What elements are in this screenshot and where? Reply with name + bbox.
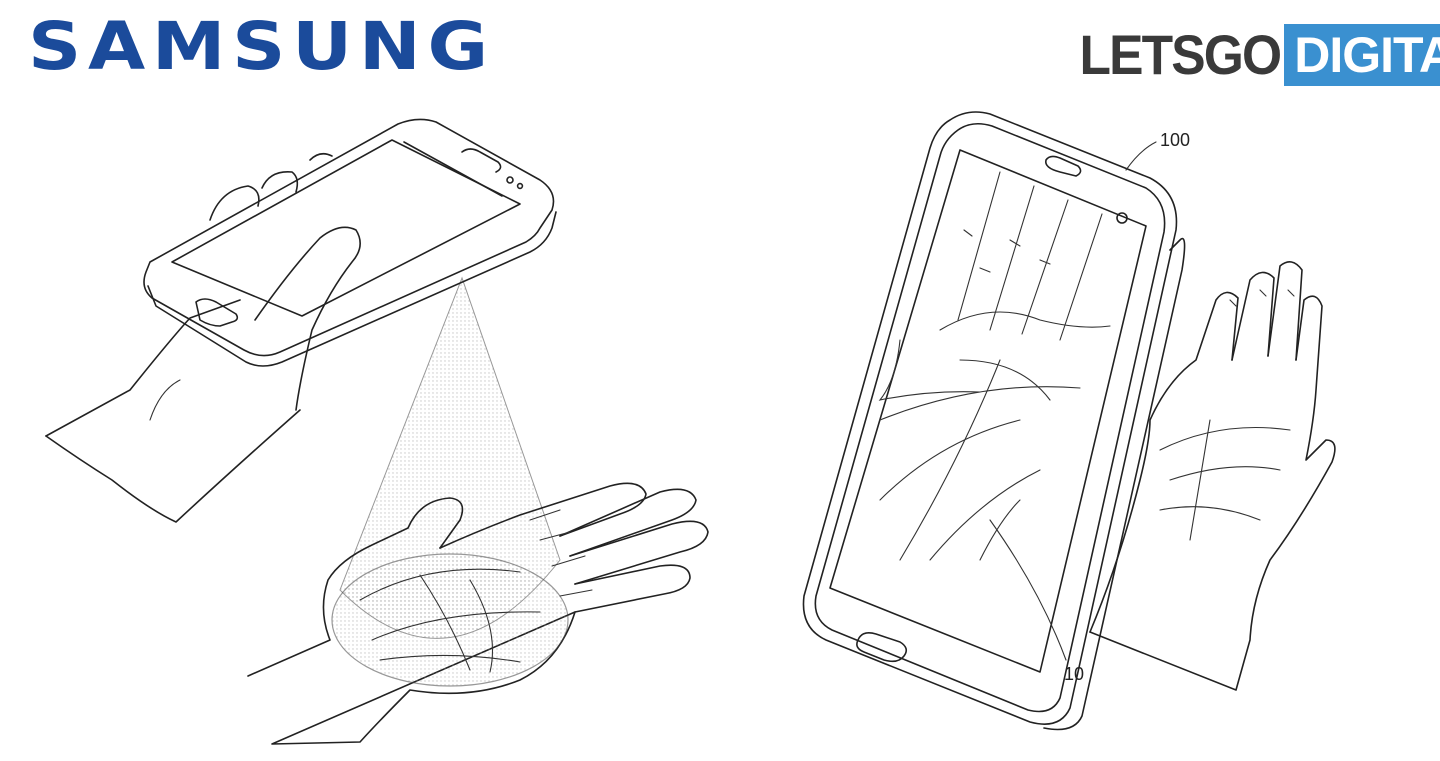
left-figure [45, 118, 709, 745]
right-hand [1089, 261, 1336, 691]
leader-line-10 [989, 519, 1067, 661]
letsgodigital-logo-part2: DIGITAL [1284, 24, 1440, 86]
lower-hand [247, 482, 709, 745]
leader-line-100 [1125, 141, 1157, 171]
palm-scan-area [331, 553, 569, 687]
right-phone [802, 111, 1186, 731]
letsgodigital-logo: LETSGO DIGITAL [1062, 24, 1440, 86]
ref-label-10: 10 [1064, 664, 1084, 684]
letsgodigital-logo-part1: LETSGO [1079, 23, 1282, 86]
right-figure: 100 10 [802, 111, 1336, 731]
samsung-logo: SAMSUNG [28, 8, 495, 85]
palm-image-on-screen [878, 171, 1111, 561]
left-phone [143, 118, 557, 367]
ref-label-100: 100 [1160, 130, 1190, 150]
